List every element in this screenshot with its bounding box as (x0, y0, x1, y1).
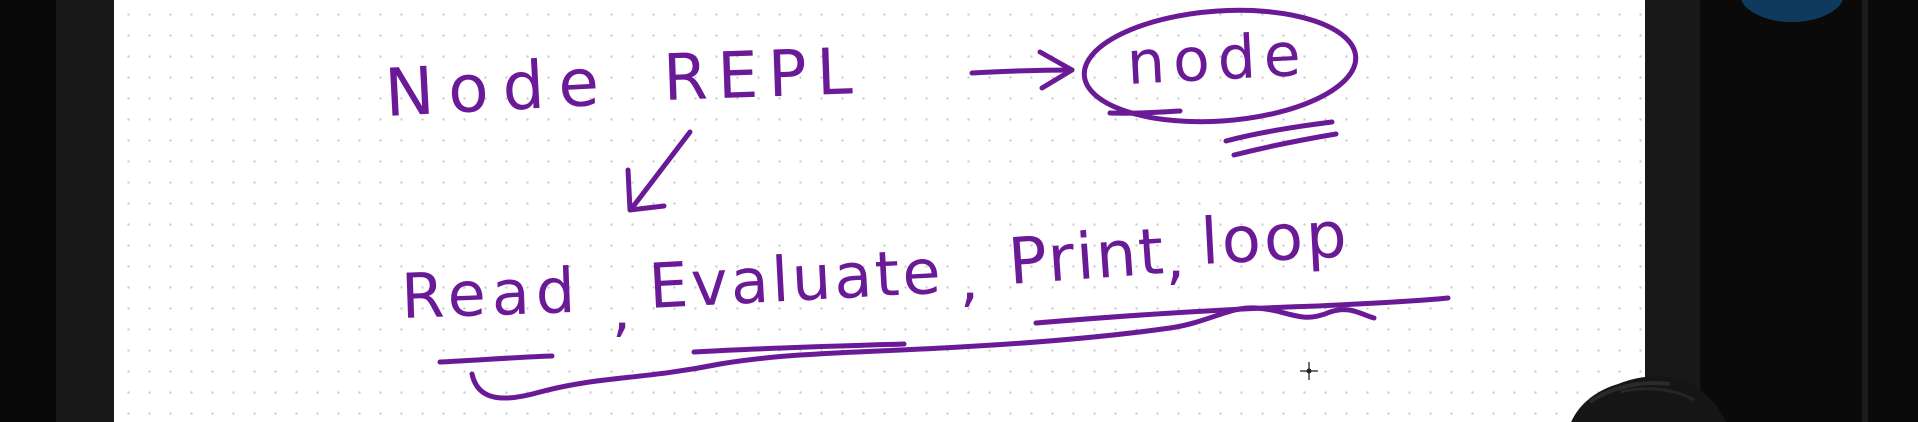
presenter-avatar[interactable] (1740, 0, 1844, 22)
arrow-down-left-head (625, 167, 667, 213)
loop-comma-3: , (1166, 223, 1185, 293)
command-node: node (1125, 20, 1310, 99)
right-frame (1700, 0, 1918, 422)
underline-evaluate (691, 341, 907, 355)
right-toolbar-strip (1645, 0, 1700, 422)
command-underline (1107, 108, 1183, 116)
arrow-down-left (629, 129, 693, 211)
loop-word-print: Print (1006, 215, 1168, 300)
command-double-line-2 (1231, 131, 1339, 158)
title-word-repl: REPL (662, 35, 864, 116)
right-divider (1862, 0, 1868, 422)
loop-word-evaluate: Evaluate (647, 235, 945, 323)
underline-print-loop (1033, 295, 1451, 326)
command-circle (1081, 7, 1359, 125)
loop-comma-1: , (612, 275, 631, 345)
arrow-to-command (969, 67, 1075, 76)
left-frame (0, 0, 56, 422)
loop-word-read: Read (400, 254, 582, 333)
command-double-line-1 (1223, 119, 1335, 144)
loop-back-wave (469, 305, 1377, 401)
title-word-node: Node (383, 43, 615, 132)
loop-word-loop: loop (1199, 198, 1351, 280)
left-toolbar-strip (56, 0, 114, 422)
crosshair-cursor-icon (1300, 362, 1318, 380)
webcam-overlay (1571, 376, 1727, 422)
whiteboard-canvas[interactable] (114, 0, 1645, 422)
underline-read (437, 353, 555, 365)
arrow-to-command-head (1037, 49, 1075, 91)
loop-comma-2: , (960, 245, 979, 315)
